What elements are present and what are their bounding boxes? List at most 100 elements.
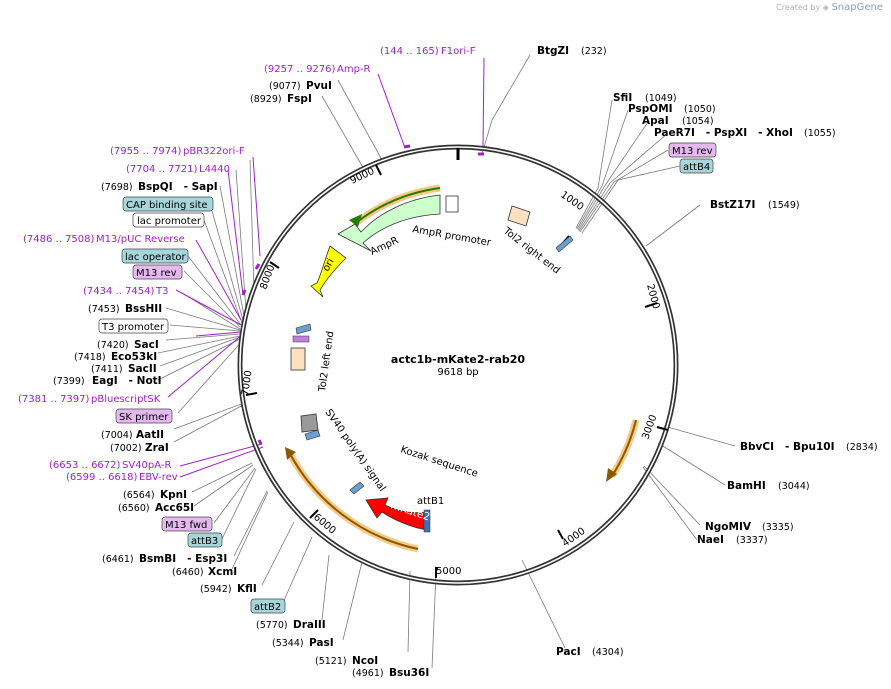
svg-text:(1055): (1055) [804, 128, 836, 139]
brand-created-by: Created by [776, 3, 821, 12]
site-kpni: (6564)KpnI [123, 489, 187, 501]
attb1-label: attB1 [417, 496, 444, 507]
box-sk-primer: SK primer [115, 408, 173, 424]
svg-text:(6599 .. 6618): (6599 .. 6618) [66, 472, 138, 483]
svg-text:BsmBI - Esp3I: BsmBI - Esp3I [139, 553, 227, 565]
box-attb2: attB2 [250, 598, 286, 614]
plasmid-name: actc1b-mKate2-rab20 [391, 353, 526, 366]
box-attb4: attB4 [679, 158, 714, 174]
site-pasi: (5344)PasI [272, 637, 334, 649]
site-ngomiv: NgoMIV(3335) [705, 521, 794, 533]
tol2-left-label: Tol2 left end [317, 330, 337, 393]
primer-pbluescript: (7381 .. 7397)pBluescriptSK [18, 394, 161, 405]
svg-text:BspQI - SapI: BspQI - SapI [138, 181, 218, 193]
svg-text:pBR322ori-F: pBR322ori-F [183, 146, 245, 157]
svg-text:(7704 .. 7721): (7704 .. 7721) [126, 164, 198, 175]
svg-text:Bsu36I: Bsu36I [389, 667, 429, 679]
snapgene-logo-icon: ◈ [822, 3, 829, 12]
backbone [237, 144, 679, 586]
tol2-right-label: Tol2 right end [500, 225, 561, 276]
svg-text:(7453): (7453) [88, 304, 120, 315]
site-bsu36i: (4961) Bsu36I [352, 667, 429, 679]
svg-text:Amp-R: Amp-R [337, 64, 371, 75]
primer-m13puc: (7486 .. 7508)M13/pUC Reverse [23, 234, 185, 245]
sv40-feature: SV40 poly(A) signal [300, 407, 388, 494]
svg-text:(6653 .. 6672): (6653 .. 6672) [49, 460, 121, 471]
svg-text:attB4: attB4 [683, 162, 710, 173]
svg-text:PacI: PacI [556, 646, 581, 658]
site-fspi: (8929) FspI [250, 93, 312, 105]
site-sfii: SfiI(1049) [613, 92, 677, 104]
primer-leader-lines [167, 57, 485, 478]
kozak-label: Kozak sequence [399, 444, 479, 479]
svg-text:AatII: AatII [136, 429, 164, 441]
site-xcmi: (6460)XcmI [172, 566, 237, 578]
primer-ampr: (9257 .. 9276)Amp-R [264, 64, 371, 75]
svg-text:(7434 .. 7454): (7434 .. 7454) [83, 286, 155, 297]
svg-text:(7955 .. 7974): (7955 .. 7974) [110, 146, 182, 157]
site-draiii: (5770)DraIII [256, 619, 326, 631]
site-bspqi: (7698)BspQI - SapI [101, 181, 218, 193]
site-pspomi: PspOMI(1050) [628, 103, 716, 115]
svg-text:(1054): (1054) [682, 116, 714, 127]
primer-f1ori: (144 .. 165)F1ori-F [380, 46, 476, 57]
svg-text:KpnI: KpnI [160, 489, 187, 501]
svg-text:KflI: KflI [237, 583, 257, 595]
box-attb3: attB3 [187, 532, 223, 548]
site-naei: NaeI (3337) [697, 534, 768, 546]
primer-l4440: (7704 .. 7721)L4440 [126, 164, 230, 175]
svg-text:PaeR7I - PspXI - XhoI: PaeR7I - PspXI - XhoI [654, 127, 793, 139]
svg-text:(144 .. 165): (144 .. 165) [380, 46, 439, 57]
arrowhead [606, 468, 617, 482]
svg-text:CAP binding site: CAP binding site [126, 200, 208, 211]
svg-text:ZraI: ZraI [145, 442, 169, 454]
svg-text:BamHI: BamHI [727, 480, 766, 492]
site-bbvci: BbvCI - Bpu10I(2834) [740, 441, 878, 453]
svg-text:Eco53kI: Eco53kI [111, 351, 157, 363]
svg-text:(3337): (3337) [736, 535, 768, 546]
svg-text:(9077): (9077) [269, 81, 301, 92]
svg-text:ApaI: ApaI [642, 115, 669, 127]
svg-text:PspOMI: PspOMI [628, 103, 673, 115]
svg-text:M13 rev: M13 rev [672, 146, 713, 157]
svg-text:SacI: SacI [134, 339, 159, 351]
leader-lines [157, 54, 736, 669]
svg-text:L4440: L4440 [199, 164, 230, 175]
primer-marks [241, 144, 484, 445]
site-eagi: (7399) EagI - NotI [53, 375, 162, 387]
svg-text:lac promoter: lac promoter [137, 216, 202, 227]
site-paer7i: PaeR7I - PspXI - XhoI (1055) [654, 127, 836, 139]
sv40-label: SV40 poly(A) signal [323, 407, 388, 493]
svg-text:PasI: PasI [309, 637, 334, 649]
svg-text:(1549): (1549) [768, 200, 800, 211]
svg-text:FspI: FspI [287, 93, 312, 105]
site-aatii: (7004)AatII [101, 429, 164, 441]
svg-text:SV40pA-R: SV40pA-R [122, 460, 171, 471]
svg-text:DraIII: DraIII [293, 619, 326, 631]
svg-text:lac operator: lac operator [125, 252, 186, 263]
tol2-left-feature: Tol2 left end [290, 330, 337, 393]
svg-text:(7399): (7399) [53, 376, 85, 387]
arrowhead [285, 447, 296, 460]
ampr-promoter-label: AmpR promoter [411, 224, 492, 249]
svg-text:BtgZI: BtgZI [537, 45, 569, 57]
site-acc65i: (6560)Acc65I [118, 502, 194, 514]
svg-text:SfiI: SfiI [613, 92, 632, 104]
site-zrai: (7002)ZraI [110, 442, 169, 454]
svg-text:(7418): (7418) [74, 352, 106, 363]
svg-text:(8929): (8929) [250, 94, 282, 105]
svg-text:(232): (232) [581, 46, 607, 57]
svg-text:NaeI: NaeI [697, 534, 724, 546]
svg-text:(4961): (4961) [352, 668, 384, 679]
svg-text:NcoI: NcoI [352, 655, 378, 667]
svg-text:BssHII: BssHII [125, 303, 162, 315]
primer-sv40pa: (6653 .. 6672)SV40pA-R [49, 460, 171, 471]
site-bamhi: BamHI(3044) [727, 480, 810, 492]
site-paci: PacI(4304) [556, 646, 624, 658]
svg-text:(6560): (6560) [118, 503, 150, 514]
svg-text:PvuI: PvuI [306, 80, 332, 92]
svg-text:EagI - NotI: EagI - NotI [92, 375, 162, 387]
att-marks [295, 235, 574, 495]
primer-pbr322: (7955 .. 7974)pBR322ori-F [110, 146, 245, 157]
box-cap: CAP binding site [122, 196, 214, 212]
